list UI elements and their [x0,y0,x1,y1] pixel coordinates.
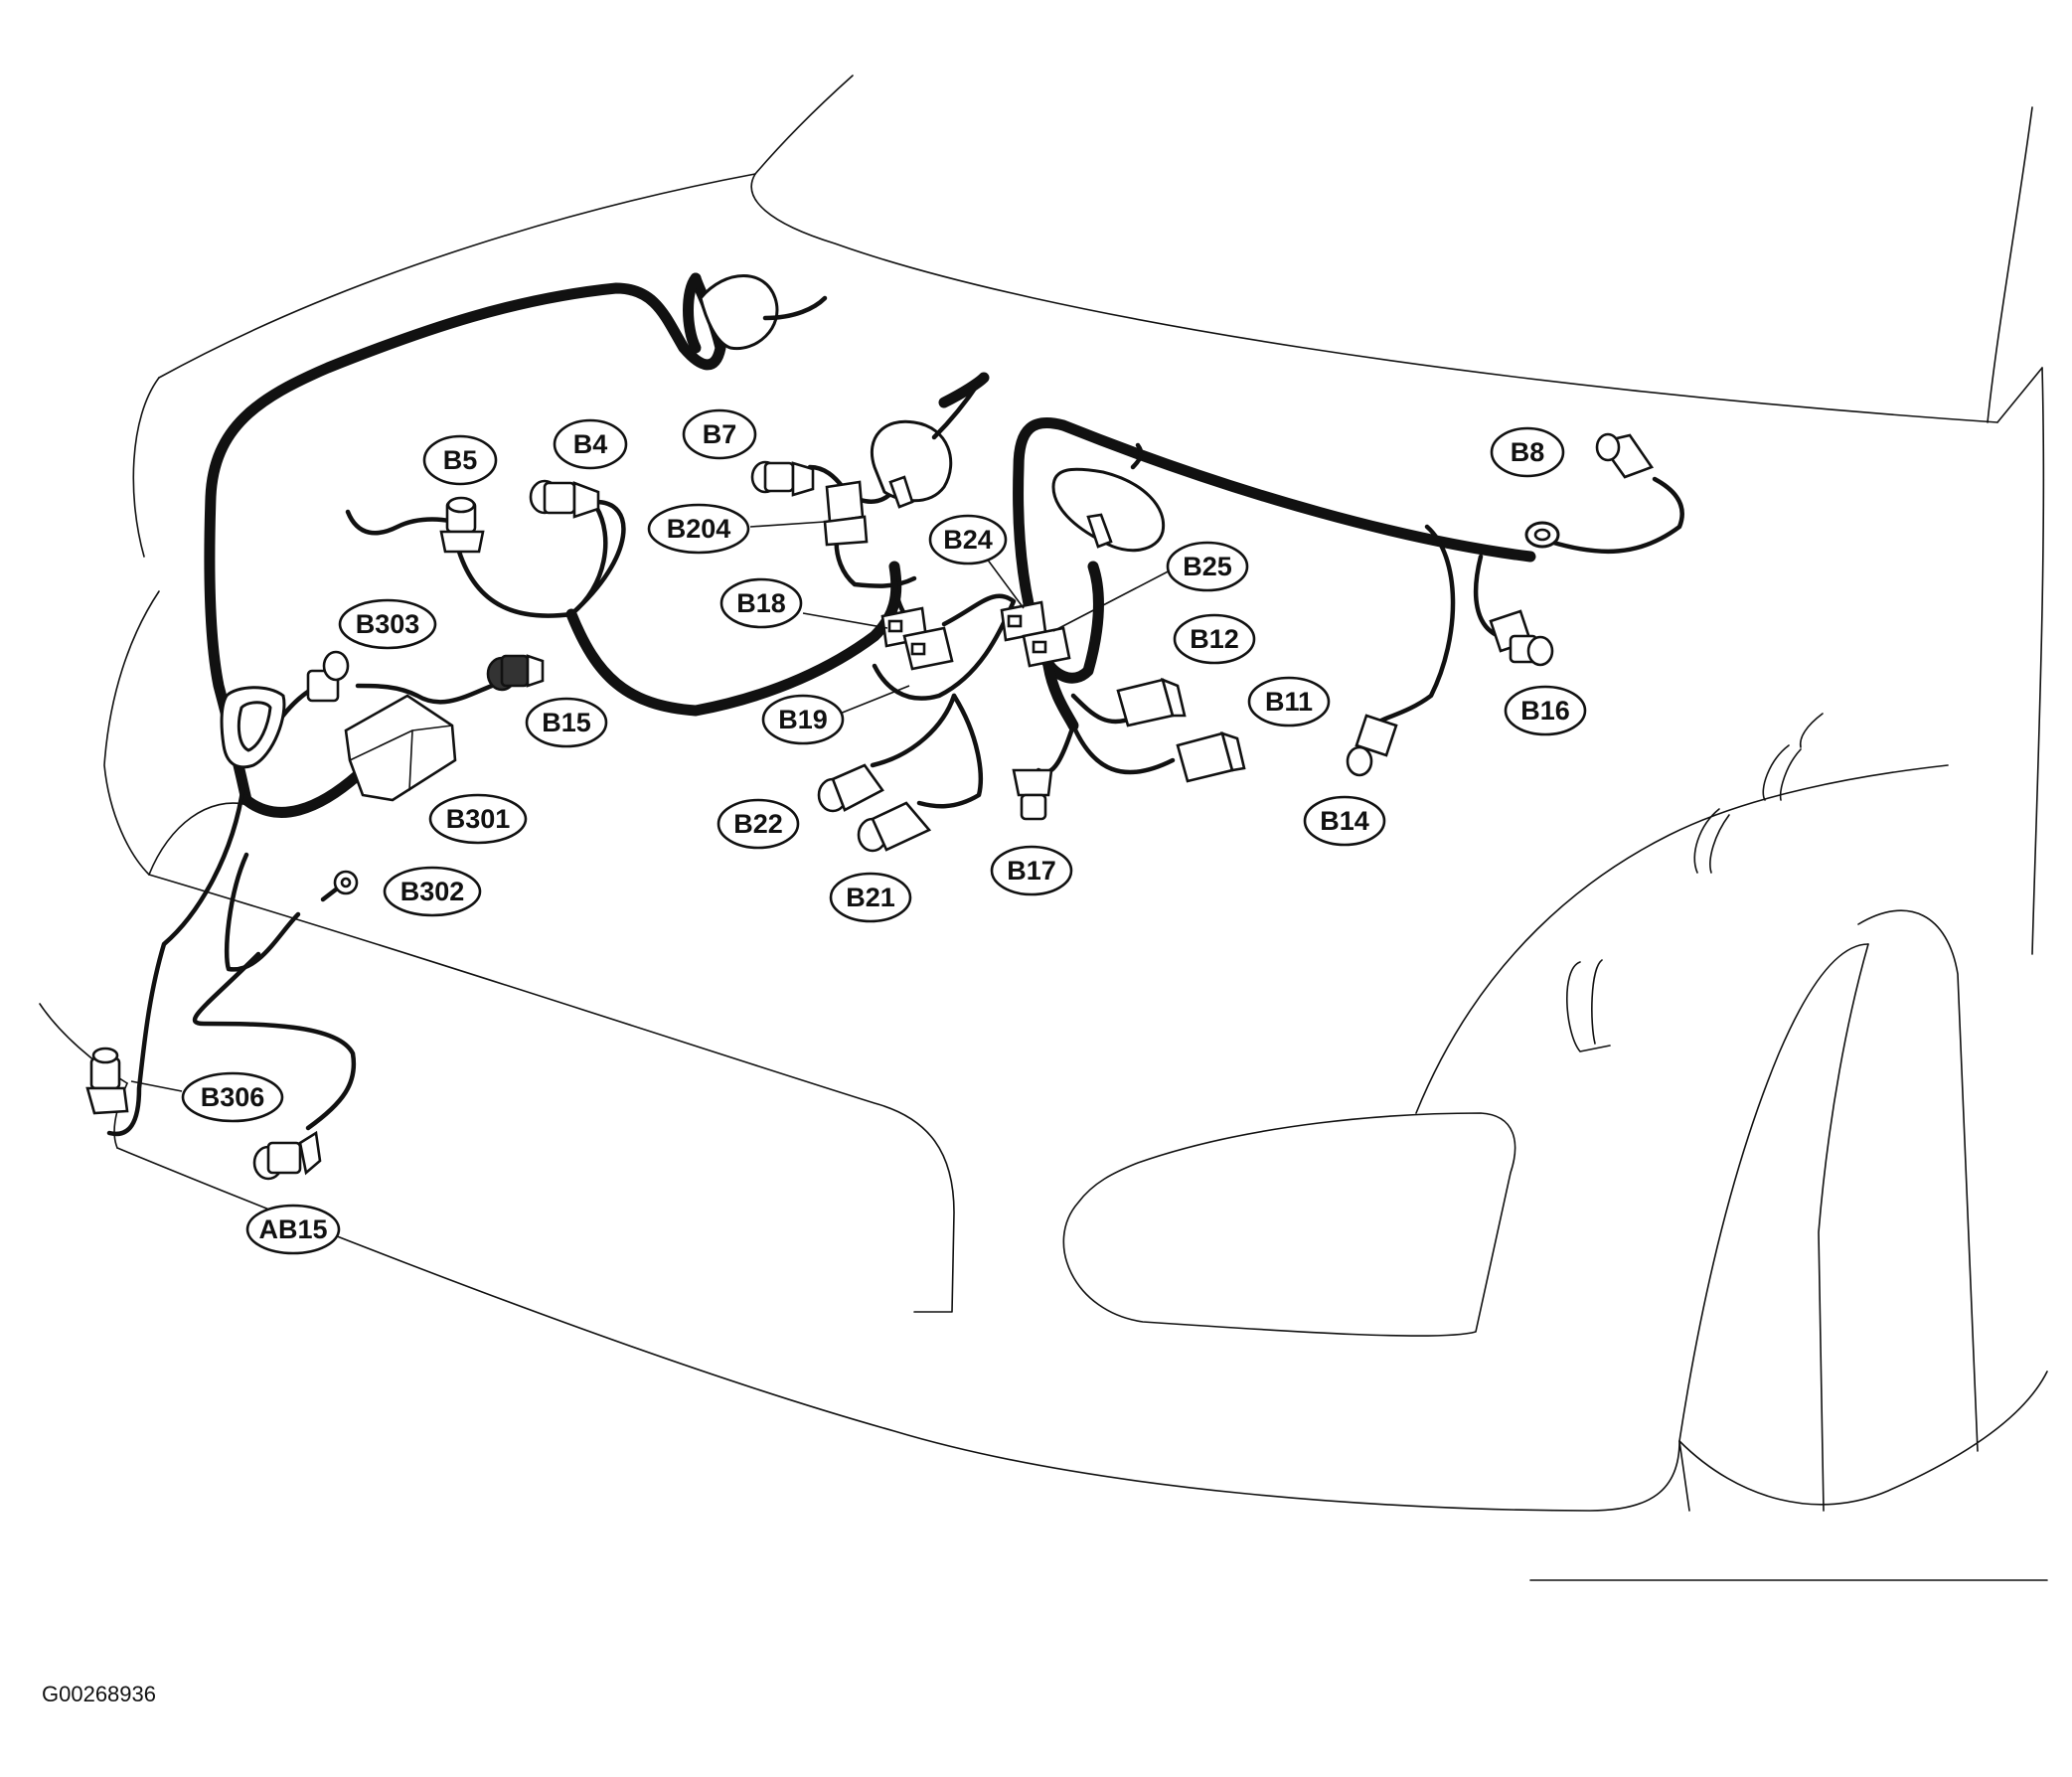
svg-text:B15: B15 [542,708,591,737]
label-b302: B302 [383,866,482,917]
vehicle-body-outline [39,75,2048,1581]
label-b303: B303 [338,598,437,650]
svg-text:B24: B24 [943,525,993,555]
label-b18: B18 [719,577,803,629]
svg-text:AB15: AB15 [258,1214,327,1244]
firewall-grommet [699,274,779,351]
label-b19: B19 [761,694,845,745]
label-b4: B4 [553,418,628,470]
svg-text:B301: B301 [446,804,511,834]
leader-lines [130,521,1179,1092]
b22-plug [817,763,884,813]
label-ab15: AB15 [245,1204,341,1255]
branch-wires [106,464,1684,1137]
connector-plugs [85,432,1655,1181]
b19-plug [902,626,954,671]
svg-text:B306: B306 [201,1082,265,1112]
svg-text:B21: B21 [846,883,895,912]
b303-plug [306,650,350,703]
relay-box [344,694,457,802]
b25-plug [1022,626,1071,668]
b21-plug [857,801,932,853]
label-b25: B25 [1166,541,1249,592]
b7-plug [750,460,815,497]
svg-text:B8: B8 [1511,437,1545,467]
b17-plug [1012,768,1053,821]
label-b17: B17 [990,845,1073,896]
b306-plug [85,1047,129,1115]
label-b24: B24 [928,514,1008,565]
label-b7: B7 [682,408,757,460]
svg-text:B11: B11 [1265,687,1313,717]
svg-text:B16: B16 [1520,696,1570,726]
figure-id: G00268936 [42,1682,156,1706]
components [220,274,1560,902]
main-harness [204,272,1536,818]
b14-plug [1346,714,1398,777]
svg-text:B12: B12 [1190,624,1239,654]
svg-text:B7: B7 [703,419,737,449]
b4-plug [529,479,600,519]
svg-text:B18: B18 [736,588,786,618]
ab15-plug [252,1130,322,1181]
svg-text:B302: B302 [400,877,465,906]
b8-plug [1595,432,1655,479]
label-b204: B204 [647,503,750,555]
label-b5: B5 [422,434,498,486]
b11-plug [1176,731,1246,783]
right-grommet [1051,467,1166,553]
label-b8: B8 [1490,426,1565,478]
svg-text:B204: B204 [667,514,731,544]
connector-labels: B5 B4 B7 B204 B24 B18 B25 B12 B8 B303 B1… [181,408,1587,1255]
label-b22: B22 [717,798,800,850]
svg-text:B303: B303 [356,609,420,639]
label-b15: B15 [525,697,608,748]
b15-plug [486,654,545,692]
b16-plug [1489,609,1554,667]
svg-text:B14: B14 [1320,806,1369,836]
label-b11: B11 [1247,676,1331,727]
label-b306: B306 [181,1071,284,1123]
svg-text:B19: B19 [778,705,828,734]
label-b14: B14 [1303,795,1386,847]
b12-plug [1116,677,1187,727]
label-b301: B301 [428,793,528,845]
b5-plug [439,496,485,554]
label-b16: B16 [1504,685,1587,736]
svg-text:B5: B5 [443,445,478,475]
label-b21: B21 [829,872,912,923]
svg-text:B4: B4 [573,429,608,459]
svg-text:B25: B25 [1183,552,1232,581]
svg-text:B22: B22 [733,809,783,839]
svg-text:B17: B17 [1007,856,1056,886]
b204-plug [823,480,869,547]
label-b12: B12 [1173,613,1256,665]
